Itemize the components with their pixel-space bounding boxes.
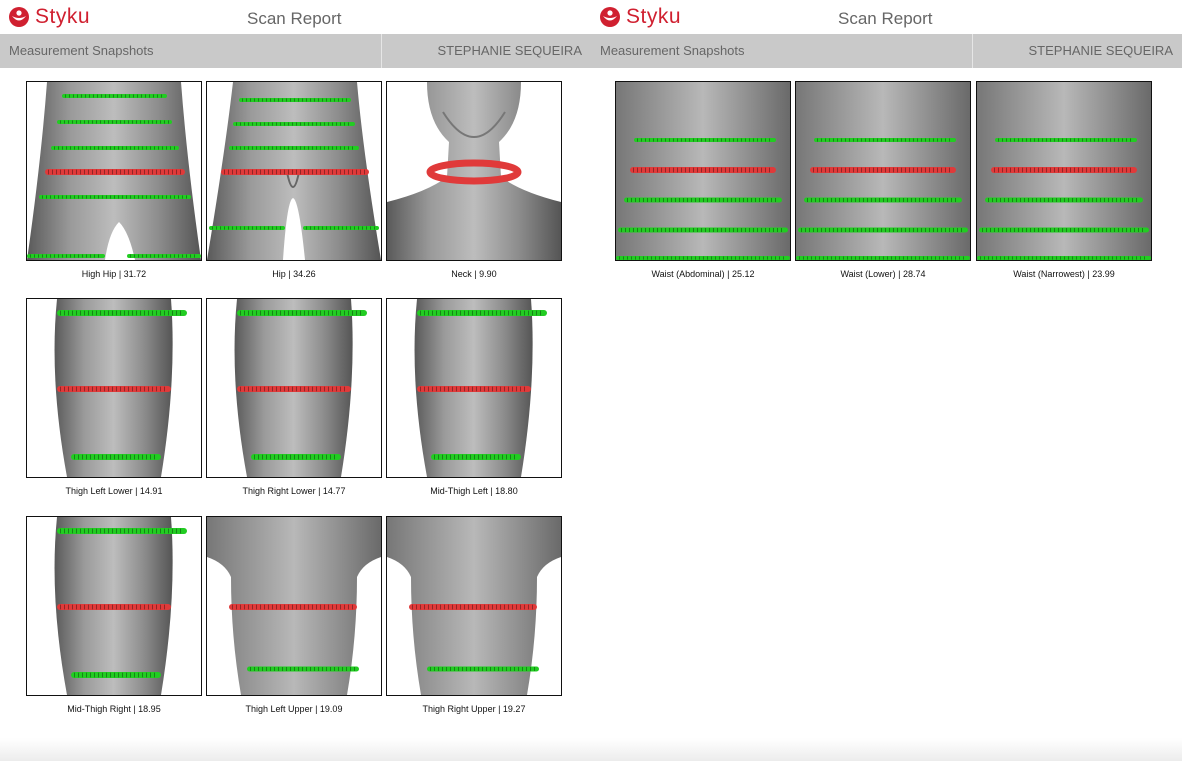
measurement-value: 28.74 — [903, 269, 926, 279]
snapshot-caption: Hip | 34.26 — [206, 269, 382, 279]
body-scan-figure — [207, 517, 381, 695]
measurement-value: 9.90 — [479, 269, 497, 279]
body-scan-figure — [796, 82, 970, 260]
snapshot-caption: Mid-Thigh Left | 18.80 — [386, 486, 562, 496]
styku-logo-icon — [600, 7, 620, 27]
snapshot-caption: High Hip | 31.72 — [26, 269, 202, 279]
caption-separator: | — [724, 269, 732, 279]
measurement-name: Waist (Narrowest) — [1013, 269, 1085, 279]
body-scan-figure — [387, 82, 561, 260]
caption-separator: | — [116, 269, 124, 279]
measurement-name: Hip — [272, 269, 286, 279]
snapshot-image — [26, 298, 202, 478]
snapshot-image — [26, 516, 202, 696]
report-title: Scan Report — [838, 9, 933, 28]
measurement-value: 23.99 — [1092, 269, 1115, 279]
measurement-value: 31.72 — [123, 269, 147, 279]
snapshot-image — [26, 81, 202, 261]
report-page-left: Styku Scan Report Measurement Snapshots … — [0, 0, 591, 714]
caption-separator: | — [495, 704, 503, 714]
body-scan-figure — [387, 517, 561, 695]
snapshot-caption: Neck | 9.90 — [386, 269, 562, 279]
body-scan-figure — [234, 299, 367, 477]
measurement-name: Mid-Thigh Left — [430, 486, 488, 496]
snapshot-image — [386, 298, 562, 478]
caption-separator: | — [312, 704, 320, 714]
client-name: STEPHANIE SEQUEIRA — [1028, 43, 1173, 58]
section-bar: Measurement Snapshots STEPHANIE SEQUEIRA — [0, 34, 591, 68]
caption-separator: | — [1084, 269, 1093, 279]
measurement-name: Mid-Thigh Right — [67, 704, 131, 714]
section-title: Measurement Snapshots — [0, 34, 382, 68]
body-scan-figure — [54, 517, 187, 695]
brand-name: Styku — [35, 5, 91, 28]
body-scan-figure — [207, 82, 381, 260]
measurement-value: 18.95 — [138, 704, 161, 714]
body-scan-figure — [977, 82, 1151, 260]
styku-logo: Styku — [599, 5, 681, 29]
snapshot-caption: Mid-Thigh Right | 18.95 — [26, 704, 202, 714]
measurement-value: 14.91 — [139, 486, 163, 496]
caption-separator: | — [315, 486, 323, 496]
section-bar: Measurement Snapshots STEPHANIE SEQUEIRA — [591, 34, 1182, 68]
body-scan-figure — [616, 82, 790, 260]
measurement-value: 25.12 — [732, 269, 755, 279]
caption-separator: | — [487, 486, 496, 496]
body-scan-figure — [54, 299, 187, 477]
snapshot-image — [976, 81, 1152, 261]
measurement-name: High Hip — [81, 269, 117, 279]
measurement-value: 14.77 — [322, 486, 346, 496]
styku-logo: Styku — [8, 5, 90, 29]
report-header: Styku Scan Report — [591, 0, 1182, 34]
measurement-name: Thigh Left Lower — [65, 486, 133, 496]
snapshot-caption: Thigh Right Upper | 19.27 — [386, 704, 562, 714]
measurement-name: Thigh Right Upper — [422, 704, 496, 714]
page-footer — [0, 738, 1182, 761]
snapshot-caption: Waist (Lower) | 28.74 — [795, 269, 971, 279]
measurement-name: Thigh Left Upper — [245, 704, 313, 714]
report-page-right: Styku Scan Report Measurement Snapshots … — [591, 0, 1182, 761]
report-title: Scan Report — [247, 9, 342, 28]
snapshot-image — [386, 516, 562, 696]
snapshot-caption: Thigh Left Upper | 19.09 — [206, 704, 382, 714]
report-header: Styku Scan Report — [0, 0, 591, 34]
styku-logo-icon — [9, 7, 29, 27]
client-name: STEPHANIE SEQUEIRA — [437, 43, 582, 58]
measurement-value: 19.09 — [319, 704, 343, 714]
snapshot-caption: Thigh Left Lower | 14.91 — [26, 486, 202, 496]
brand-name: Styku — [626, 5, 682, 28]
measurement-value: 34.26 — [293, 269, 316, 279]
caption-separator: | — [132, 486, 140, 496]
caption-separator: | — [895, 269, 903, 279]
snapshot-caption: Waist (Narrowest) | 23.99 — [976, 269, 1152, 279]
measurement-name: Neck — [451, 269, 472, 279]
snapshot-image — [615, 81, 791, 261]
section-title: Measurement Snapshots — [591, 34, 973, 68]
body-scan-figure — [414, 299, 547, 477]
snapshot-image — [795, 81, 971, 261]
measurement-value: 18.80 — [495, 486, 518, 496]
caption-separator: | — [471, 269, 480, 279]
caption-separator: | — [130, 704, 139, 714]
measurement-name: Thigh Right Lower — [242, 486, 316, 496]
snapshot-caption: Thigh Right Lower | 14.77 — [206, 486, 382, 496]
caption-separator: | — [285, 269, 294, 279]
measurement-name: Waist (Abdominal) — [651, 269, 725, 279]
measurement-value: 19.27 — [502, 704, 526, 714]
snapshot-image — [206, 81, 382, 261]
measurement-name: Waist (Lower) — [840, 269, 896, 279]
snapshot-image — [206, 298, 382, 478]
snapshot-caption: Waist (Abdominal) | 25.12 — [615, 269, 791, 279]
snapshot-image — [386, 81, 562, 261]
snapshot-image — [206, 516, 382, 696]
body-scan-figure — [27, 82, 201, 260]
